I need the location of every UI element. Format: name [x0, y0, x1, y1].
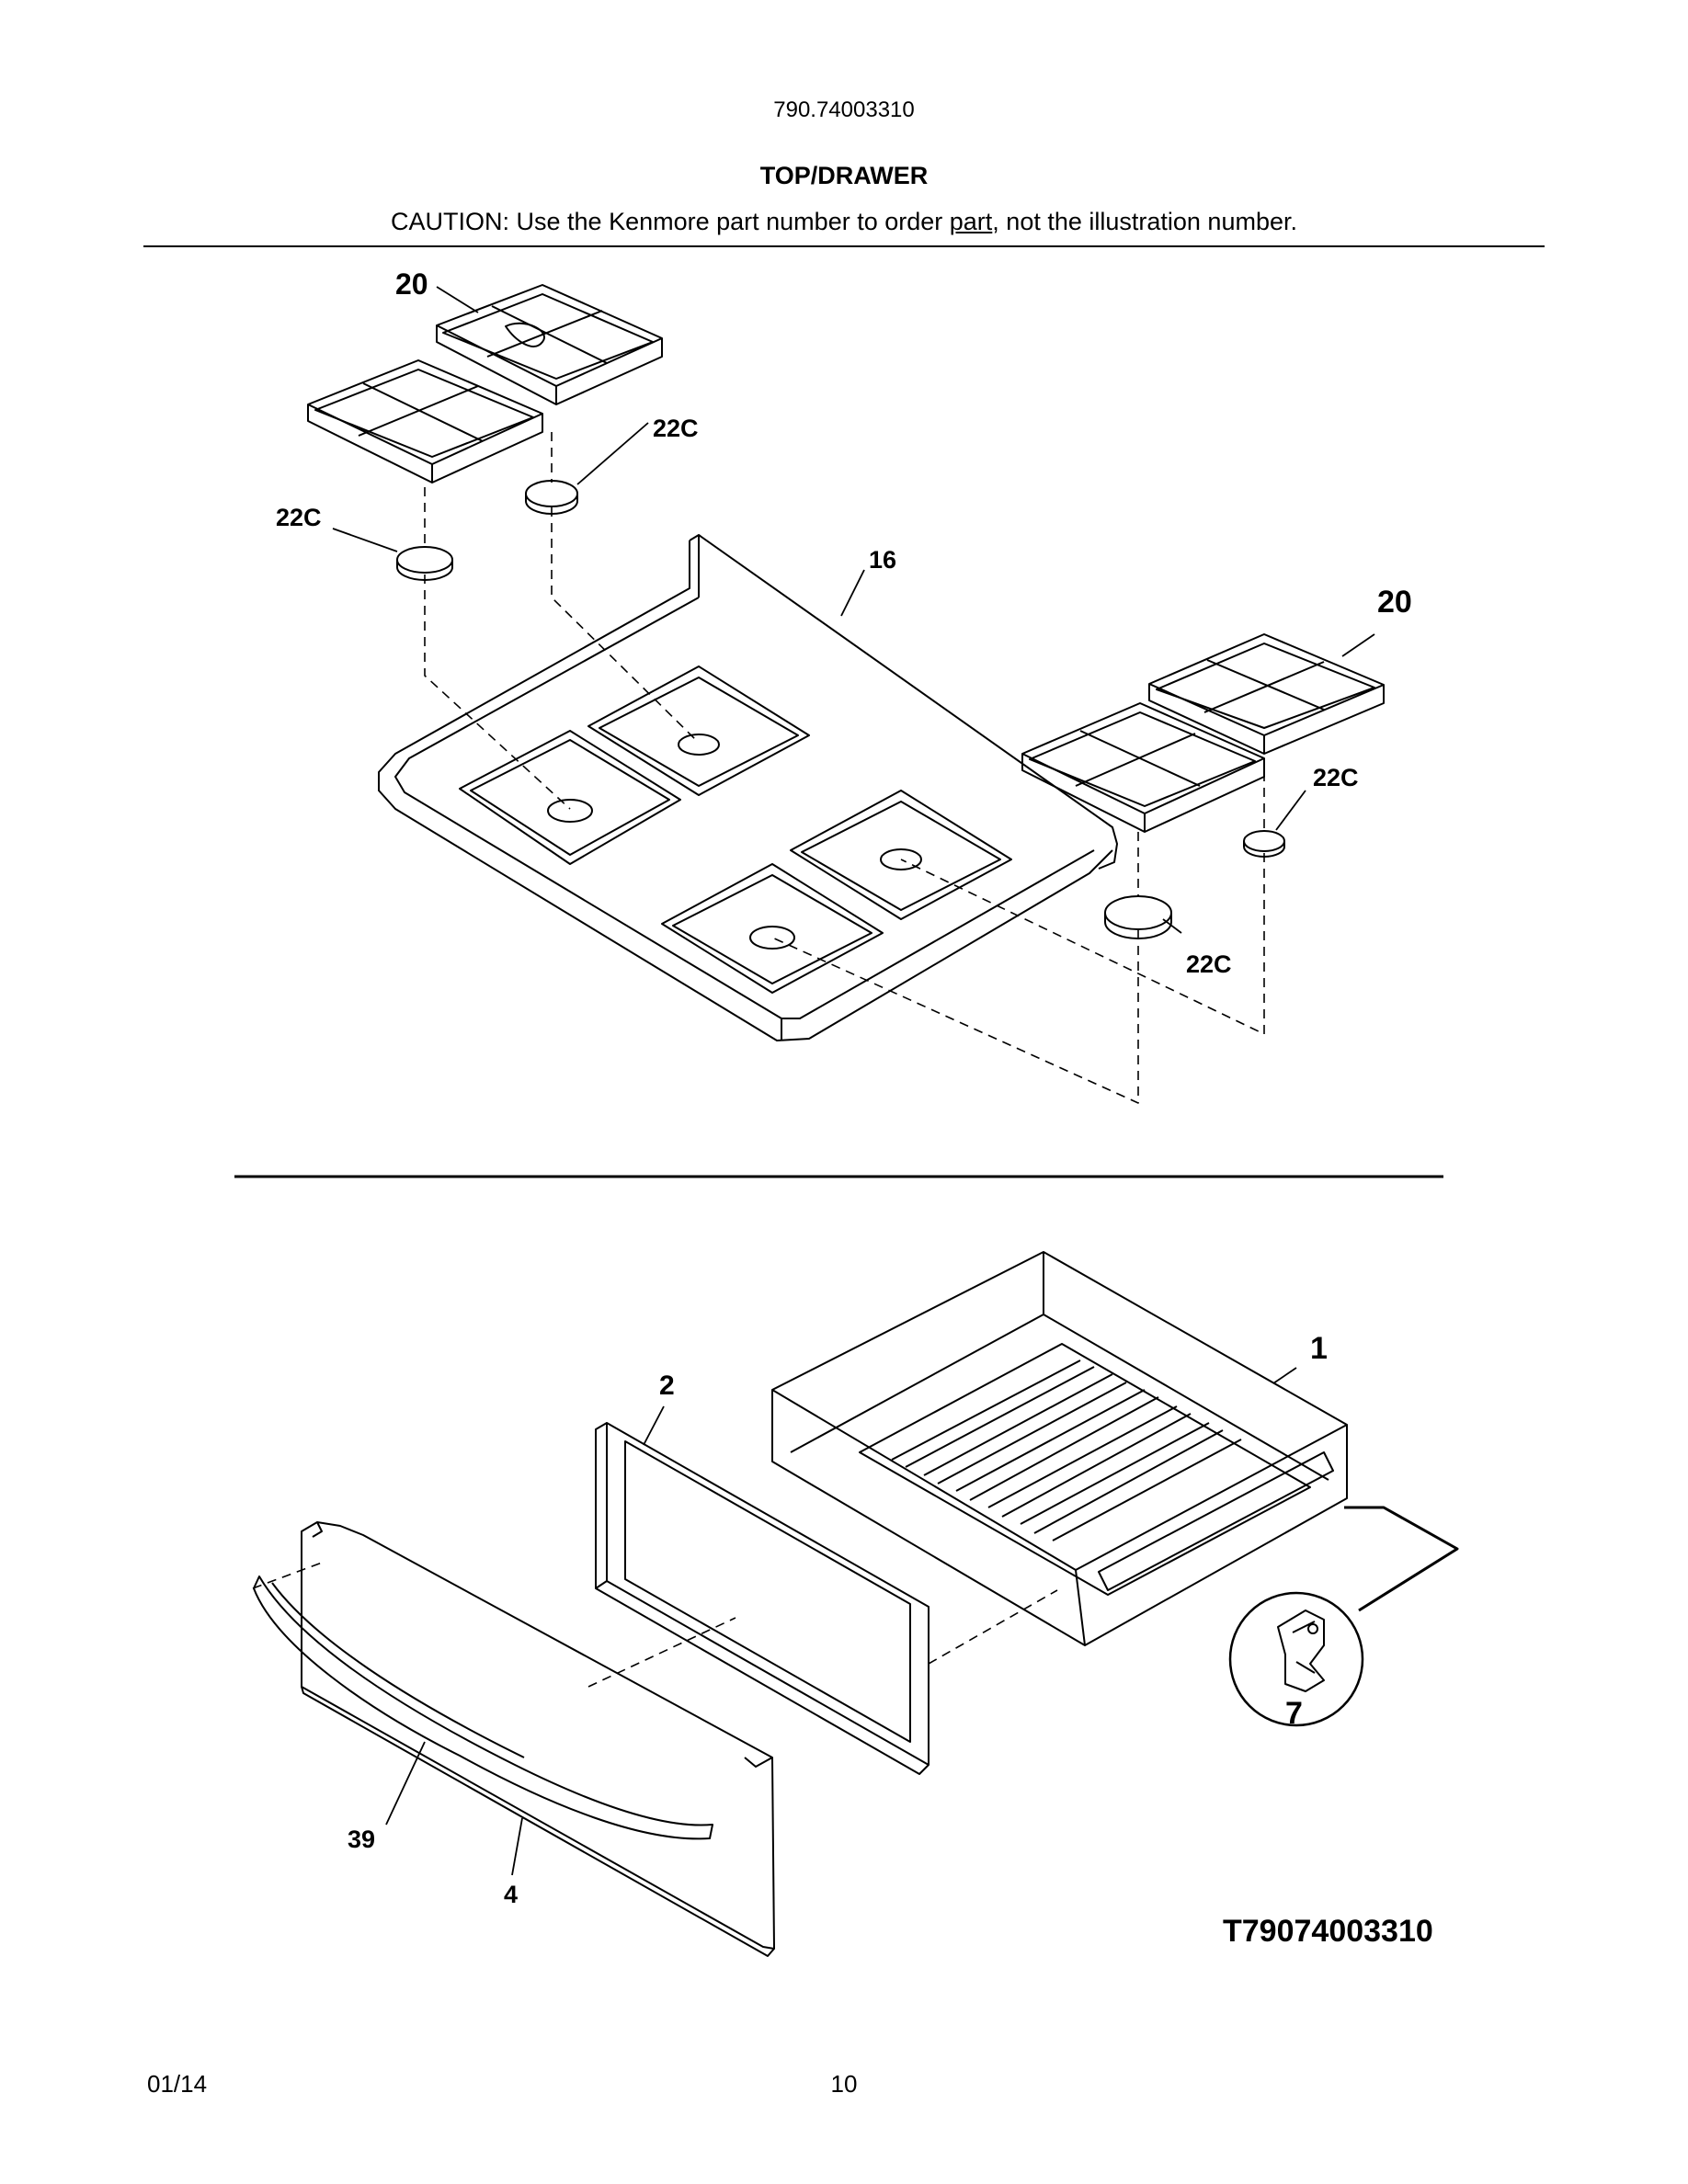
- model-number: 790.74003310: [773, 97, 915, 122]
- burner-grate-back-left: [436, 284, 663, 405]
- callout-22c-upper: 22C: [653, 415, 699, 442]
- footer-date: 01/14: [147, 2070, 208, 2098]
- callout-7: 7: [1285, 1696, 1303, 1731]
- callout-2: 2: [659, 1371, 675, 1401]
- burner-grate-front-left: [307, 359, 543, 483]
- callout-16: 16: [869, 546, 896, 574]
- section-title: TOP/DRAWER: [759, 162, 929, 189]
- drawer-clip-detail: [1228, 1591, 1364, 1727]
- drawer-liner-panel: [595, 1422, 930, 1775]
- burner-cap-right-upper: [1243, 830, 1285, 858]
- leader-lines-top: [332, 286, 1375, 934]
- callout-20-right: 20: [1377, 585, 1412, 620]
- caution-prefix: CAUTION: Use the Kenmore part number to …: [391, 208, 950, 235]
- burner-grate-back-right: [1148, 633, 1385, 755]
- drawer-body: [771, 1251, 1348, 1646]
- callout-22c-right-lower: 22C: [1186, 950, 1232, 978]
- alignment-lines-top: [424, 432, 1265, 1104]
- callout-39: 39: [348, 1826, 375, 1853]
- caution-suffix: , not the illustration number.: [992, 208, 1297, 235]
- callout-22c-right-upper: 22C: [1313, 764, 1359, 791]
- cooktop-main-top: [378, 534, 1118, 1041]
- alignment-lines-bottom: [252, 1562, 1058, 1688]
- clip-connector-line: [1344, 1506, 1459, 1612]
- drawer-front-panel: [301, 1521, 775, 1957]
- burner-grate-front-right: [1021, 702, 1265, 833]
- callout-1: 1: [1310, 1331, 1328, 1366]
- figure-id: T79074003310: [1223, 1914, 1433, 1949]
- callout-4: 4: [504, 1881, 518, 1908]
- callout-22c-left: 22C: [276, 504, 322, 531]
- leader-lines-bottom: [385, 1367, 1297, 1876]
- caution-note: CAUTION: Use the Kenmore part number to …: [0, 208, 1688, 236]
- header-rule: [143, 245, 1545, 247]
- callout-20-left: 20: [395, 267, 428, 301]
- caution-underlined-word: part: [949, 208, 993, 235]
- footer-page-number: 10: [830, 2070, 858, 2098]
- drawer-handle: [253, 1575, 713, 1840]
